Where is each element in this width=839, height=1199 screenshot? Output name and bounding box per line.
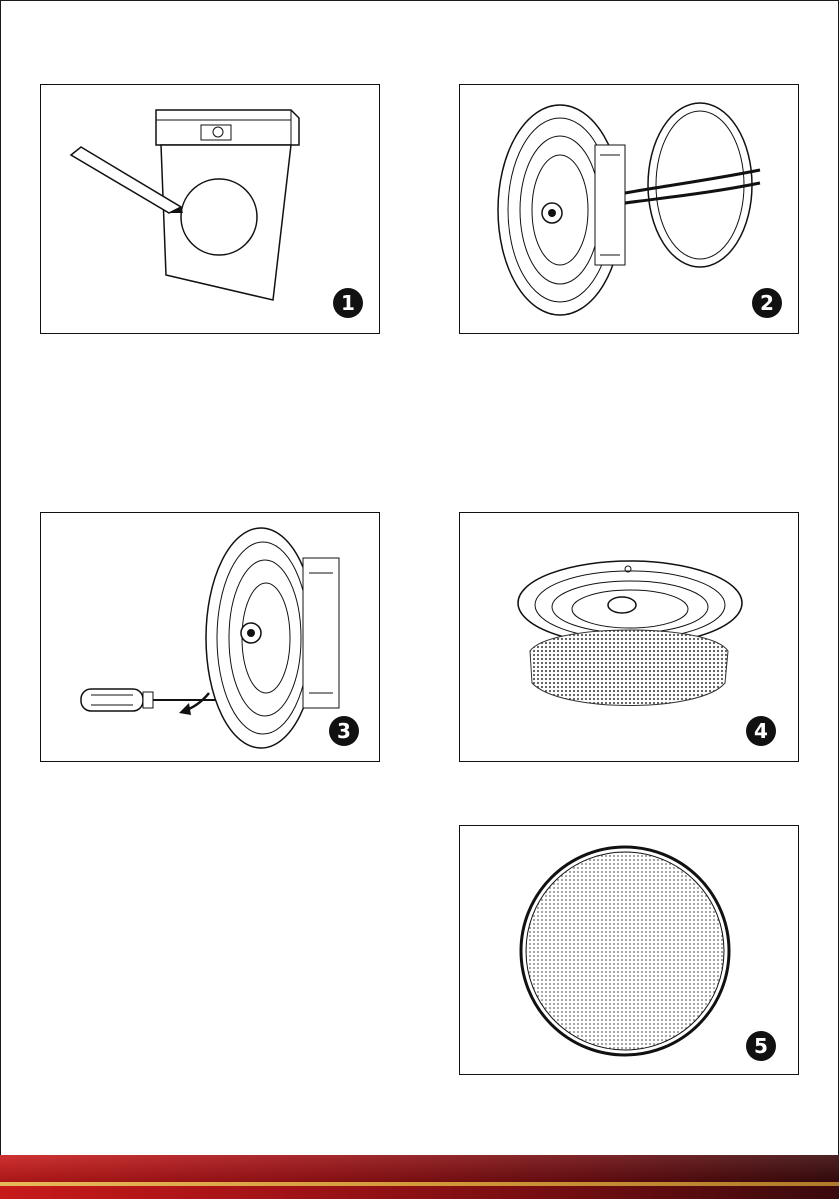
footer-shine: [0, 1155, 839, 1182]
step-3-panel: 3: [40, 512, 380, 762]
step-1-panel: 1: [40, 84, 380, 334]
template-cut-icon: [41, 85, 380, 334]
step-2-panel: 2: [459, 84, 799, 334]
step-4-panel: 4: [459, 512, 799, 762]
step-5-badge: 5: [746, 1031, 776, 1061]
step-1-badge: 1: [333, 288, 363, 318]
speaker-wiring-icon: [460, 85, 799, 334]
step-2-badge: 2: [752, 288, 782, 318]
step-3-badge: 3: [329, 716, 359, 746]
footer-gold-stripe: [0, 1182, 839, 1186]
step-5-panel: 5: [459, 825, 799, 1075]
footer-band: [0, 1155, 839, 1199]
step-4-badge: 4: [746, 716, 776, 746]
